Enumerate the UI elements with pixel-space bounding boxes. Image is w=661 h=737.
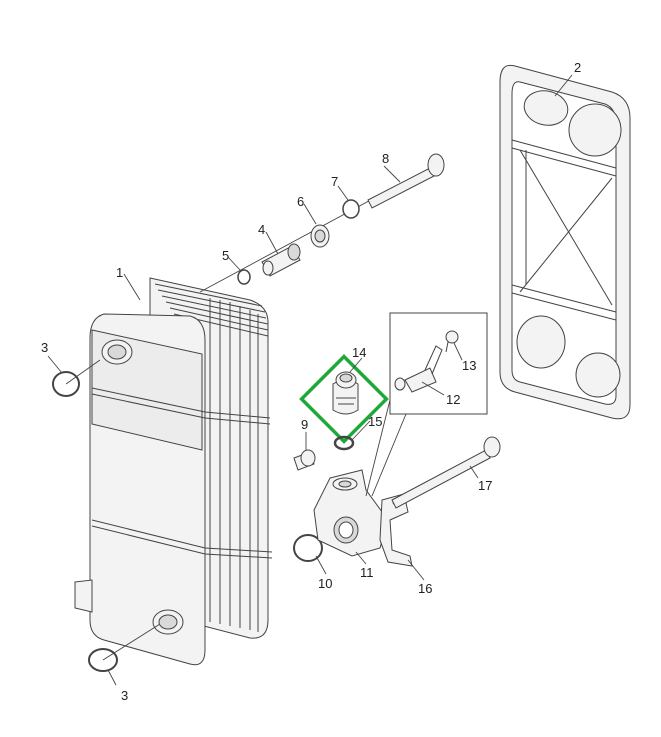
part-15-seal [333, 435, 355, 451]
callout-6: 6 [297, 194, 304, 209]
callout-3-bottom: 3 [121, 688, 128, 703]
callout-1: 1 [116, 265, 123, 280]
callout-4: 4 [258, 222, 265, 237]
callout-17: 17 [478, 478, 492, 493]
callout-14: 14 [352, 345, 366, 360]
part-4-valve [261, 243, 301, 277]
part-14-pressure-sensor [332, 371, 359, 415]
part-5-seal-ring [237, 269, 251, 285]
callout-3-top: 3 [41, 340, 48, 355]
callout-8: 8 [382, 151, 389, 166]
part-13-screw [445, 330, 459, 353]
part-10-o-ring [293, 534, 323, 562]
part-14-highlight-frame [299, 354, 389, 444]
callout-12: 12 [446, 392, 460, 407]
callout-11: 11 [360, 565, 374, 580]
callout-9: 9 [301, 417, 308, 432]
part-2-gasket-frame [499, 64, 631, 420]
callout-2: 2 [574, 60, 581, 75]
callout-5: 5 [222, 248, 229, 263]
part-3-o-ring-bottom [88, 648, 118, 672]
part-9-screw [293, 449, 316, 471]
part-12-sensor [394, 345, 443, 393]
part-11-adapter-housing [313, 469, 389, 557]
callout-13: 13 [462, 358, 476, 373]
callout-10: 10 [318, 576, 332, 591]
part-8-bolt [367, 153, 445, 209]
callout-7: 7 [331, 174, 338, 189]
callout-15: 15 [368, 414, 382, 429]
part-7-washer [342, 199, 360, 219]
part-17-bolt [391, 436, 501, 509]
detail-inset-box [365, 312, 488, 497]
part-1-oil-cooler [74, 277, 273, 666]
part-6-nut [310, 224, 330, 248]
part-3-o-ring-top [52, 371, 80, 397]
callout-16: 16 [418, 581, 432, 596]
